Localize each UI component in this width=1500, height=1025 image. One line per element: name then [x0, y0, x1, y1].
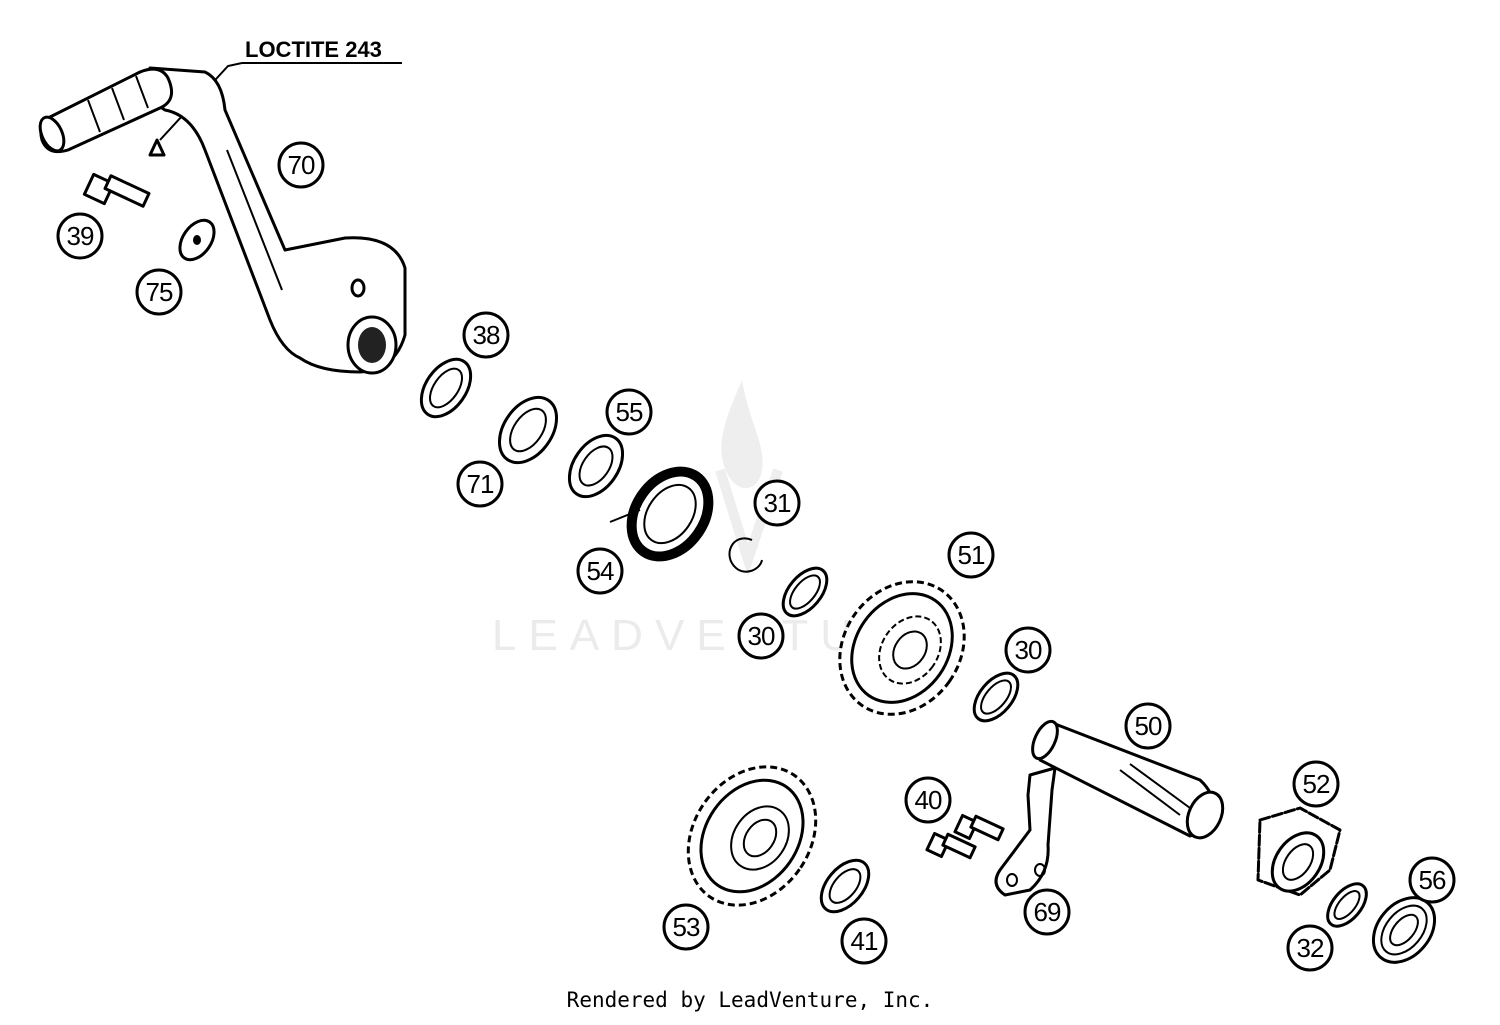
callout-56[interactable]: 56 [1408, 856, 1456, 904]
callout-51[interactable]: 51 [947, 531, 995, 579]
callout-53-label: 53 [673, 912, 700, 942]
callout-41[interactable]: 41 [840, 917, 888, 965]
shaft-50 [1031, 719, 1225, 840]
callout-56-label: 56 [1419, 865, 1446, 895]
callout-32[interactable]: 32 [1286, 924, 1334, 972]
callout-30b[interactable]: 30 [1004, 626, 1052, 674]
callout-51-label: 51 [958, 540, 985, 570]
callout-30a[interactable]: 30 [737, 612, 785, 660]
callout-39-label: 39 [67, 221, 94, 251]
callout-55[interactable]: 55 [605, 388, 653, 436]
callout-69[interactable]: 69 [1023, 888, 1071, 936]
circlip-31 [728, 537, 763, 573]
gear-53 [686, 765, 818, 907]
callout-75[interactable]: 75 [135, 268, 183, 316]
callout-54[interactable]: 54 [576, 547, 624, 595]
callout-30b-label: 30 [1015, 635, 1042, 665]
callout-54-label: 54 [587, 556, 614, 586]
bolt-39 [82, 172, 151, 208]
stop-plate-69 [994, 766, 1057, 897]
callout-52-label: 52 [1303, 769, 1330, 799]
seal-38 [419, 357, 473, 419]
bearing-71 [497, 395, 559, 465]
callout-31-label: 31 [764, 488, 791, 518]
callout-40[interactable]: 40 [904, 776, 952, 824]
callout-71[interactable]: 71 [456, 460, 504, 508]
washer-32 [1326, 882, 1368, 928]
callout-38-label: 38 [473, 320, 500, 350]
callout-53[interactable]: 53 [662, 903, 710, 951]
gear-51 [838, 580, 966, 716]
bolts-40 [925, 813, 1005, 860]
washer-75 [178, 218, 216, 262]
footer-credit: Rendered by LeadVenture, Inc. [566, 988, 934, 1012]
callout-70[interactable]: 70 [277, 141, 325, 189]
callout-75-label: 75 [146, 277, 173, 307]
callout-40-label: 40 [915, 785, 942, 815]
bushing-55 [567, 433, 625, 499]
washer-41 [819, 858, 871, 914]
callout-31[interactable]: 31 [753, 479, 801, 527]
callout-50-label: 50 [1135, 711, 1162, 741]
washer-30a [781, 566, 829, 618]
callout-50[interactable]: 50 [1124, 702, 1172, 750]
callout-32-label: 32 [1297, 933, 1324, 963]
callout-30a-label: 30 [748, 621, 775, 651]
callout-69-label: 69 [1034, 897, 1061, 927]
callout-70-label: 70 [288, 150, 315, 180]
callout-55-label: 55 [616, 397, 643, 427]
kick-lever [38, 66, 407, 375]
washer-30b [972, 671, 1020, 723]
callout-52[interactable]: 52 [1292, 760, 1340, 808]
callout-38[interactable]: 38 [462, 311, 510, 359]
callout-41-label: 41 [851, 926, 878, 956]
loctite-label: LOCTITE 243 [245, 37, 382, 62]
callout-71-label: 71 [467, 469, 494, 499]
spring-54 [609, 466, 714, 562]
callout-39[interactable]: 39 [56, 212, 104, 260]
ratchet-52 [1256, 806, 1342, 897]
